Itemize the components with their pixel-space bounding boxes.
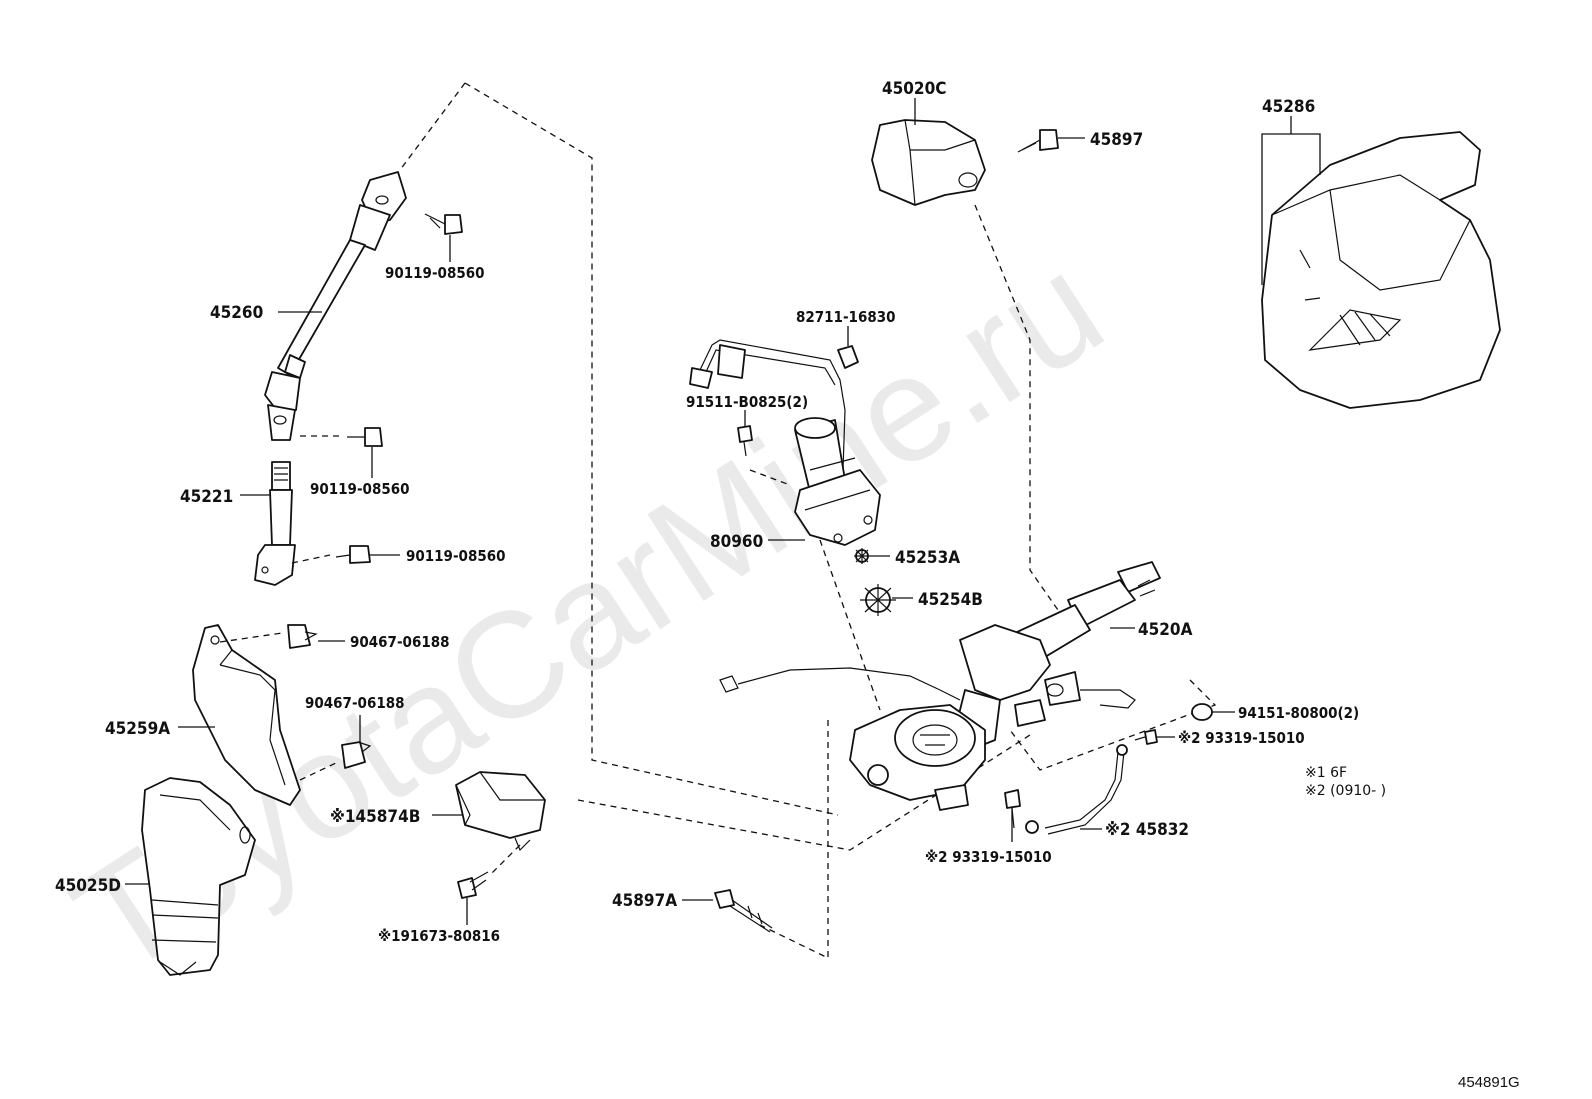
label-45254B: 45254B xyxy=(918,590,983,610)
label-94151-80800: 94151-80800(2) xyxy=(1238,704,1359,722)
column-cover-45286 xyxy=(1261,131,1501,409)
boot-bracket-45259A xyxy=(192,624,301,806)
damper-45254B xyxy=(860,584,896,616)
motor-harness-80960 xyxy=(689,339,881,546)
bolt-45897A xyxy=(714,889,773,933)
label-45253A: 45253A xyxy=(895,548,960,568)
clip-90467-b xyxy=(341,741,372,769)
bolt-90119-a xyxy=(424,213,463,235)
label-45897: 45897 xyxy=(1090,130,1143,150)
label-45221: 45221 xyxy=(180,487,233,507)
bolt-90119-b xyxy=(347,427,383,447)
bracket-right-boundary xyxy=(1009,679,1217,771)
motor-guide-line xyxy=(749,469,881,711)
label-90467-06188-a: 90467-06188 xyxy=(350,633,450,651)
screw-93319-15010-b xyxy=(1004,789,1021,829)
label-90119-08560-b: 90119-08560 xyxy=(310,480,410,498)
label-80960: 80960 xyxy=(710,532,763,552)
label-45025D: 45025D xyxy=(55,876,121,896)
note-1: ※1 6F xyxy=(1305,765,1347,781)
bolt-90119-c xyxy=(335,545,371,564)
bolt-91511-B0825 xyxy=(737,425,753,457)
label-45874B: ※145874B xyxy=(330,807,420,827)
screw-45897 xyxy=(1017,129,1059,153)
label-45832: ※2 45832 xyxy=(1105,820,1189,840)
gear-45253A xyxy=(854,548,870,564)
screw-93319-15010-a xyxy=(1134,729,1158,745)
left-shaft-guide xyxy=(399,82,466,171)
label-90467-06188-b: 90467-06188 xyxy=(305,694,405,712)
label-93319-15010-a: ※2 93319-15010 xyxy=(1178,729,1305,747)
steering-boot-45025D xyxy=(141,777,256,976)
label-45259A: 45259A xyxy=(105,719,170,739)
clamp-82711-16830 xyxy=(837,345,859,369)
label-45020C: 45020C xyxy=(882,79,946,99)
lock-cover-45020C xyxy=(871,119,986,206)
label-45897A: 45897A xyxy=(612,891,677,911)
assembly-boundary-vertical xyxy=(759,720,829,960)
grommet-94151-80800 xyxy=(1191,703,1213,721)
label-45286: 45286 xyxy=(1262,97,1315,117)
note-2: ※2 (0910- ) xyxy=(1305,783,1386,799)
diagram-code: 454891G xyxy=(1458,1074,1520,1091)
ground-wire-45832 xyxy=(1025,744,1128,835)
clip-90467-a xyxy=(287,624,318,649)
steering-shaft-45221 xyxy=(254,461,296,586)
intermediate-shaft-45260 xyxy=(264,171,407,441)
label-91511-B0825: 91511-B0825(2) xyxy=(686,393,808,411)
label-91673-80816: ※191673-80816 xyxy=(378,927,500,945)
bracket-45874B xyxy=(455,771,546,852)
steering-column-4520A xyxy=(719,561,1161,811)
label-82711-16830: 82711-16830 xyxy=(796,308,896,326)
screw-91673-80816 xyxy=(457,871,489,899)
label-4520A: 4520A xyxy=(1138,620,1193,640)
label-90119-08560-a: 90119-08560 xyxy=(385,264,485,282)
label-93319-15010-b: ※2 93319-15010 xyxy=(925,848,1052,866)
label-45260: 45260 xyxy=(210,303,263,323)
label-90119-08560-c: 90119-08560 xyxy=(406,547,506,565)
